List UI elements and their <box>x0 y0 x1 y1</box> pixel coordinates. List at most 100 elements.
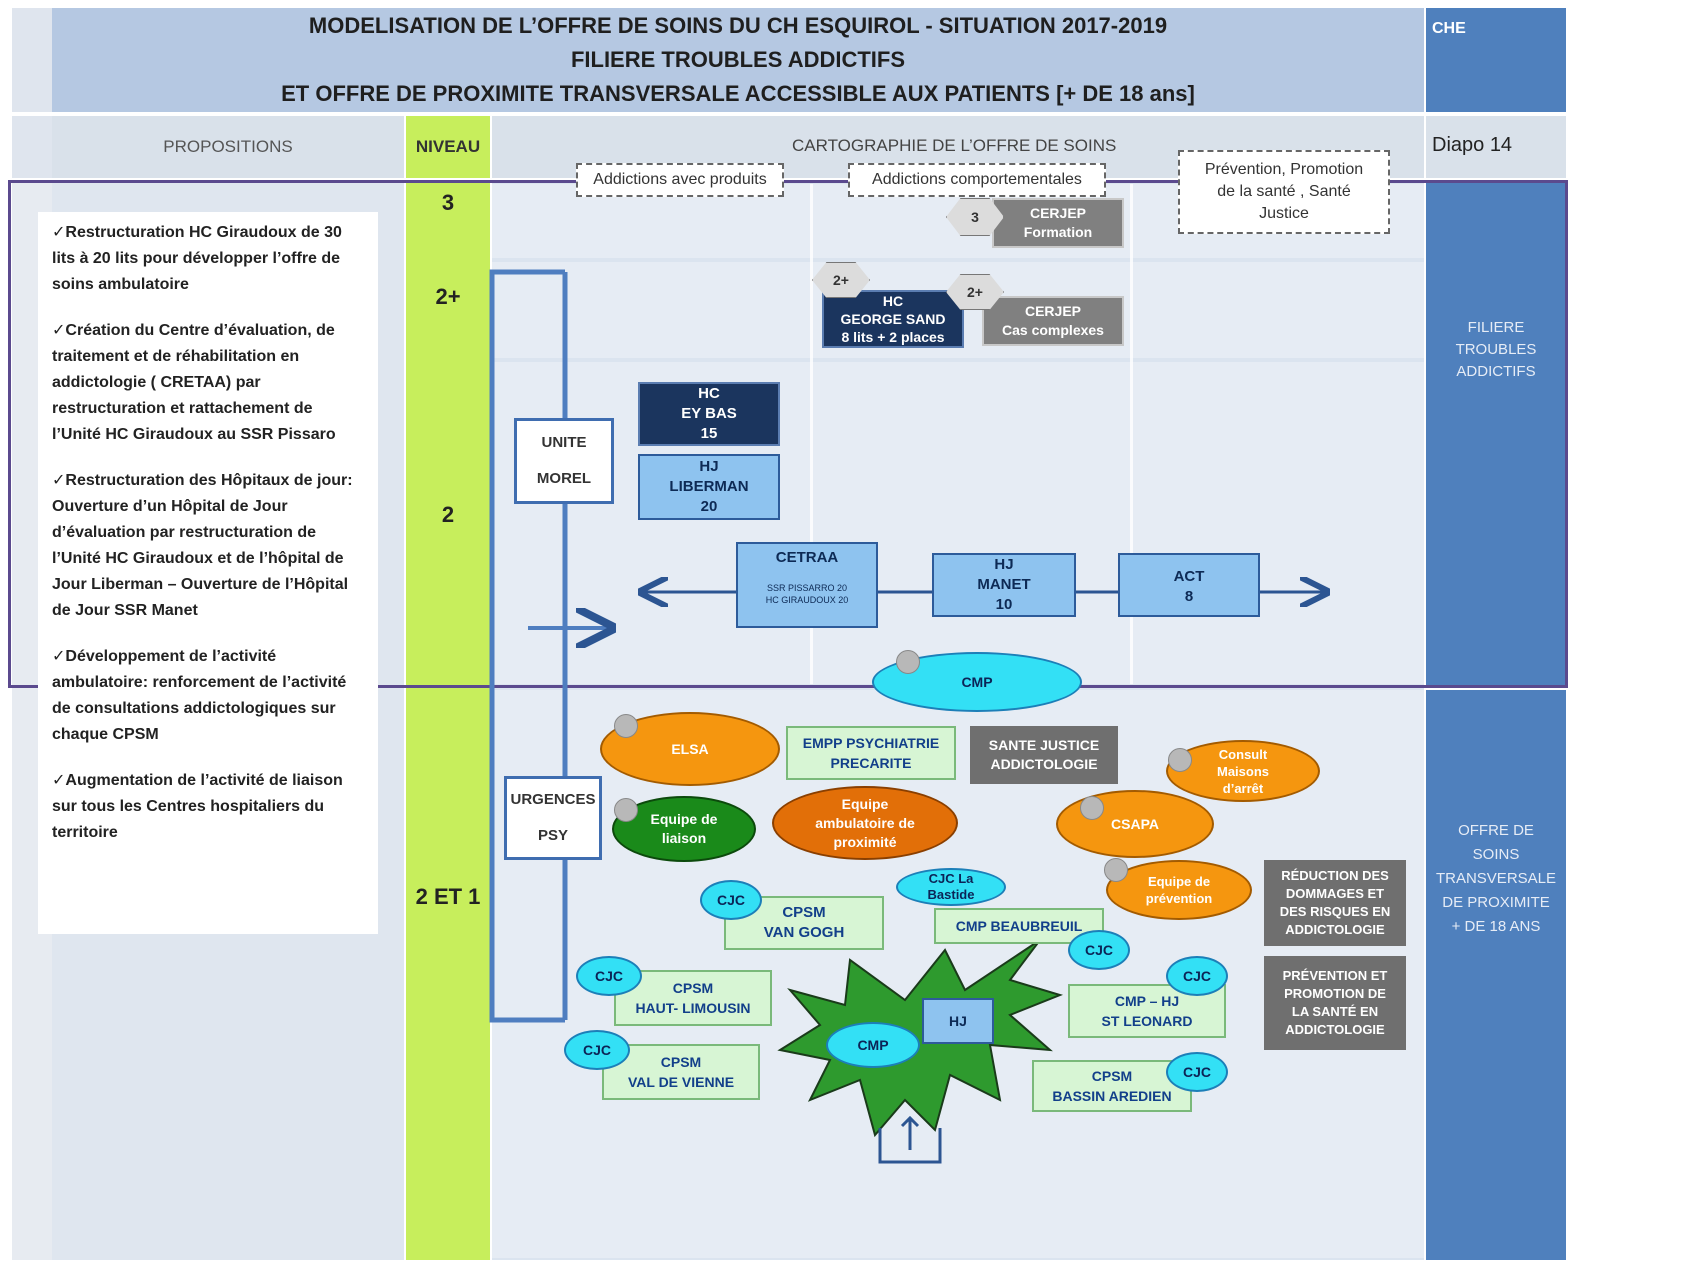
prevention-promo-box: PRÉVENTION ET PROMOTION DE LA SANTÉ EN A… <box>1264 956 1406 1050</box>
cpsm-bassin-aredien-line-1: CPSM <box>1091 1068 1133 1084</box>
urgences-psy-line-1: URGENCES <box>510 791 596 808</box>
urgences-psy-line-2: PSY <box>537 827 568 844</box>
hj-liberman-line-2: LIBERMAN <box>669 478 749 495</box>
prevention-promo-line-1: PRÉVENTION ET <box>1282 968 1388 983</box>
consult-maisons-line-1: Consult <box>1218 746 1268 762</box>
offre-line-3: TRANSVERSALE <box>1435 870 1557 887</box>
reduction-line-2: DOMMAGES ET <box>1285 886 1385 901</box>
hc-ey-bas-line-2: EY BAS <box>681 405 737 422</box>
header-left-strip <box>12 8 52 112</box>
hj-liberman-line-1: HJ <box>699 458 719 475</box>
title-line-3: ET OFFRE DE PROXIMITE TRANSVERSALE ACCES… <box>281 81 1195 106</box>
propositions-header-label: PROPOSITIONS <box>163 137 293 156</box>
urgences-psy-box: URGENCES PSY <box>504 776 602 860</box>
reduction-line-3: DES RISQUES EN <box>1279 904 1391 919</box>
map-col-divider-2 <box>1130 184 1133 684</box>
cpsm-bassin-aredien-line-2: BASSIN AREDIEN <box>1052 1088 1172 1104</box>
niveau-column <box>406 182 490 1260</box>
equipe-prevention-knob <box>1104 858 1128 882</box>
right-panel-filiere <box>1426 182 1566 686</box>
reduction-line-1: RÉDUCTION DES <box>1281 868 1389 883</box>
cjc-van-gogh: CJC <box>700 880 762 920</box>
niveau-header: NIVEAU <box>406 116 490 178</box>
title-line-1: MODELISATION DE L’OFFRE DE SOINS DU CH E… <box>308 13 1168 38</box>
offre-line-1: OFFRE DE <box>1458 822 1534 839</box>
offre-line-2: SOINS <box>1472 846 1520 863</box>
proposition-5: ✓Augmentation de l’activité de liaison s… <box>52 772 343 841</box>
hj-manet-line-2: MANET <box>977 576 1031 593</box>
level-2-et-1: 2 ET 1 <box>415 884 481 909</box>
cjc-la-bastide-line-1: CJC La <box>928 871 974 886</box>
cjc-la-bastide: CJC La Bastide <box>896 868 1006 906</box>
unite-morel-line-2: MOREL <box>536 470 592 487</box>
cjc-val-de-vienne: CJC <box>564 1030 630 1070</box>
bracket-line <box>489 269 565 1023</box>
unite-morel-line-1: UNITE <box>541 434 587 451</box>
cpsm-van-gogh-line-2: VAN GOGH <box>763 924 845 941</box>
prevention-promo-line-4: ADDICTOLOGIE <box>1285 1022 1385 1037</box>
equipe-ambulatoire-line-2: ambulatoire de <box>815 814 915 831</box>
cerjep-cas-line-2: Cas complexes <box>1002 322 1104 338</box>
header-che-box: CHE <box>1426 8 1566 112</box>
equipe-prevention-line-2: prévention <box>1145 891 1213 906</box>
act-box: ACT 8 <box>1118 553 1260 617</box>
elsa-knob <box>614 714 638 738</box>
reduction-box: RÉDUCTION DES DOMMAGES ET DES RISQUES EN… <box>1264 860 1406 946</box>
act-line-1: ACT <box>1173 568 1205 585</box>
equipe-prevention-ellipse: Equipe de prévention <box>1106 860 1252 920</box>
proposition-3: ✓Restructuration des Hôpitaux de jour: O… <box>52 472 353 619</box>
hex-level-3: 3 <box>946 198 1004 236</box>
filiere-side-label: FILIERE TROUBLES ADDICTIFS <box>1426 310 1566 390</box>
equipe-ambulatoire-line-3: proximité <box>833 833 897 850</box>
cmp-top-knob <box>896 650 920 674</box>
map-col-divider-1 <box>810 184 813 684</box>
hc-ey-bas-box: HC EY BAS 15 <box>638 382 780 446</box>
cmp-hj-st-leonard-line-2: ST LEONARD <box>1101 1013 1193 1029</box>
share-icon <box>878 1115 942 1164</box>
right-panel-offre <box>1426 690 1566 1260</box>
hc-george-sand-line-1: HC <box>882 293 904 309</box>
unite-morel-box: UNITE MOREL <box>514 418 614 504</box>
cartographie-header-label: CARTOGRAPHIE DE L’OFFRE DE SOINS <box>792 136 1117 155</box>
equipe-liaison-line-1: Equipe de <box>650 811 718 827</box>
equipe-liaison-knob <box>614 798 638 822</box>
hj-liberman-box: HJ LIBERMAN 20 <box>638 454 780 520</box>
category-comportementales: Addictions comportementales <box>848 163 1106 197</box>
sante-justice-line-1: SANTE JUSTICE <box>988 737 1100 753</box>
hc-george-sand-box: HC GEORGE SAND 8 lits + 2 places <box>822 290 964 348</box>
cetraa-box: CETRAA SSR PISSARRO 20 HC GIRAUDOUX 20 <box>736 542 878 628</box>
equipe-ambulatoire-ellipse: Equipe ambulatoire de proximité <box>772 786 958 860</box>
prevention-promo-line-2: PROMOTION DE <box>1284 986 1386 1001</box>
hj-manet-line-1: HJ <box>994 556 1014 573</box>
filiere-frame <box>8 180 1568 688</box>
empp-line-2: PRECARITE <box>830 755 912 771</box>
reduction-line-4: ADDICTOLOGIE <box>1285 922 1385 937</box>
cerjep-cas-complexes-box: CERJEP Cas complexes <box>982 296 1124 346</box>
consult-maisons-line-3: d’arrêt <box>1222 780 1264 796</box>
cjc-haut-limousin: CJC <box>576 956 642 996</box>
cerjep-formation-line-2: Formation <box>1023 224 1093 240</box>
cpsm-val-de-vienne-box: CPSM VAL DE VIENNE <box>602 1044 760 1100</box>
cerjep-formation-box: CERJEP Formation <box>992 198 1124 248</box>
header-title-box: MODELISATION DE L’OFFRE DE SOINS DU CH E… <box>52 8 1424 112</box>
empp-box: EMPP PSYCHIATRIE PRECARITE <box>786 726 956 780</box>
cetraa-title: CETRAA <box>775 549 839 566</box>
hj-manet-line-3: 10 <box>995 596 1013 613</box>
hc-ey-bas-line-3: 15 <box>700 425 718 442</box>
cerjep-formation-line-1: CERJEP <box>1029 205 1087 221</box>
offre-line-5: + DE 18 ANS <box>1451 918 1541 935</box>
colhdr-left-strip <box>12 116 52 178</box>
hex-level-2plus-a: 2+ <box>812 262 870 298</box>
cerjep-cas-line-1: CERJEP <box>1024 303 1082 319</box>
propositions-panel: ✓Restructuration HC Giraudoux de 30 lits… <box>38 212 378 934</box>
cpsm-haut-limousin-line-1: CPSM <box>672 980 714 996</box>
equipe-liaison-line-2: liaison <box>661 830 707 846</box>
cpsm-van-gogh-line-1: CPSM <box>782 904 826 921</box>
cmp-star-ellipse: CMP <box>826 1022 920 1068</box>
category-avec-produits: Addictions avec produits <box>576 163 784 197</box>
diapo-label: Diapo 14 <box>1432 134 1513 156</box>
empp-line-1: EMPP PSYCHIATRIE <box>802 735 940 751</box>
proposition-1: ✓Restructuration HC Giraudoux de 30 lits… <box>52 224 342 293</box>
filiere-line-3: ADDICTIFS <box>1456 363 1536 380</box>
cpsm-val-de-vienne-line-1: CPSM <box>660 1054 702 1070</box>
